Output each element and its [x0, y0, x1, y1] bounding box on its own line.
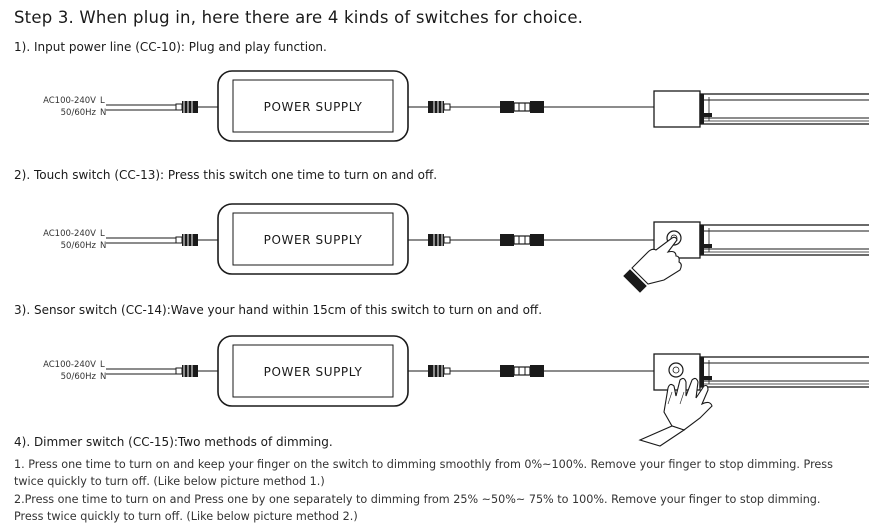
psu-label-1: POWER SUPPLY: [264, 100, 363, 114]
method-2-line-2: Press twice quickly to turn off. (Like b…: [14, 510, 358, 523]
section-3-title: 3). Sensor switch (CC-14):Wave your hand…: [14, 303, 543, 317]
method-2-line-1: 2.Press one time to turn on and Press on…: [14, 493, 821, 506]
psu-label-2: POWER SUPPLY: [264, 233, 363, 247]
input-freq-label-1: 50/60Hz: [61, 108, 97, 118]
section-1-title: 1). Input power line (CC-10): Plug and p…: [14, 40, 327, 54]
method-1-line-2: twice quickly to turn off. (Like below p…: [14, 475, 325, 488]
input-voltage-label-1: AC100-240V: [43, 96, 96, 106]
row-1-diagram: AC100-240V 50/60Hz L N POWER SUPPLY: [43, 70, 869, 142]
line-label-3: L: [100, 360, 105, 370]
section-4-title: 4). Dimmer switch (CC-15):Two methods of…: [14, 435, 333, 449]
pointing-hand-icon: [623, 236, 682, 293]
line-label-1: L: [100, 96, 105, 106]
method-1-line-1: 1. Press one time to turn on and keep yo…: [14, 458, 833, 471]
row-3-diagram: AC100-240V 50/60Hz L N POWER SUPPLY: [43, 335, 869, 447]
neutral-label-1: N: [100, 108, 106, 118]
row-2-diagram: AC100-240V 50/60Hz L N POWER SUPPLY: [43, 203, 869, 293]
light-bar-2: [653, 221, 869, 259]
psu-label-3: POWER SUPPLY: [264, 365, 363, 379]
waving-hand-icon: [638, 377, 713, 447]
neutral-label-3: N: [100, 372, 106, 382]
light-bar-1: [653, 90, 869, 128]
neutral-label-2: N: [100, 241, 106, 251]
page-heading: Step 3. When plug in, here there are 4 k…: [14, 8, 584, 27]
input-freq-label-3: 50/60Hz: [61, 372, 97, 382]
input-voltage-label-2: AC100-240V: [43, 229, 96, 239]
section-2-title: 2). Touch switch (CC-13): Press this swi…: [14, 168, 438, 182]
input-voltage-label-3: AC100-240V: [43, 360, 96, 370]
line-label-2: L: [100, 229, 105, 239]
input-freq-label-2: 50/60Hz: [61, 241, 97, 251]
sensor-switch-icon: [668, 362, 684, 378]
